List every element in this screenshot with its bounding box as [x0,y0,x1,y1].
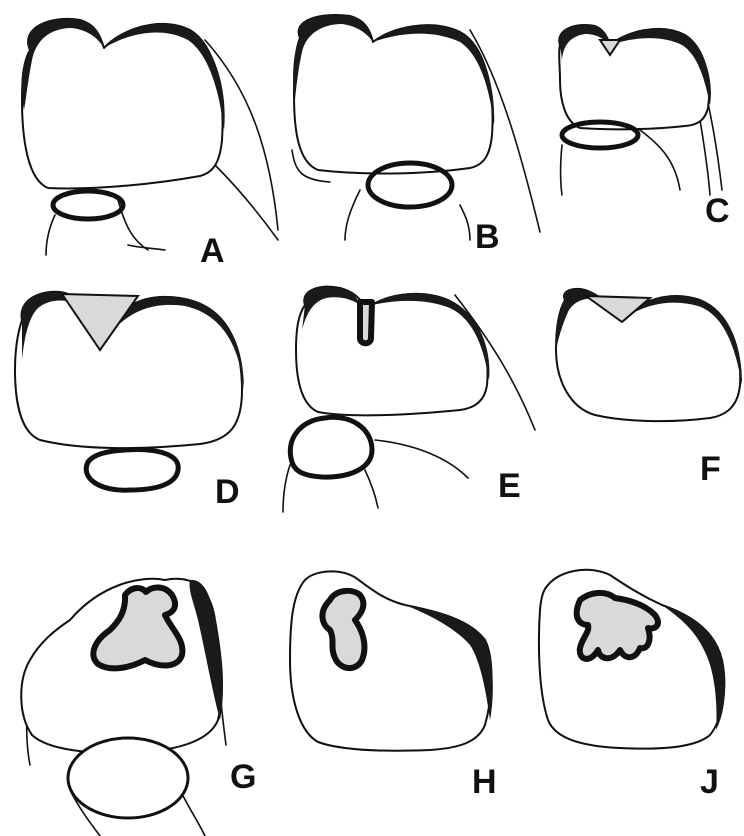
panel-label-b: B [475,218,500,256]
panel-a-root [53,191,123,219]
panel-g: G [21,579,256,836]
panel-label-g: G [230,758,256,796]
panel-g-contour-root-right [180,790,205,836]
panel-c-contour-left [561,145,563,195]
panel-g-root [68,738,188,818]
panel-a-contour-left [46,215,55,255]
panel-label-h: H [472,763,497,801]
panel-a: A [22,19,278,270]
panel-label-e: E [498,467,521,505]
panel-label-j: J [700,763,719,801]
panel-label-f: F [700,450,721,488]
panel-e: E [283,287,535,512]
panel-c-contour-mid [640,130,680,190]
panel-d-root [86,450,178,491]
panel-e-contour-stalk [365,470,378,508]
panel-b-contour-base [460,205,470,240]
panel-label-d: D [215,473,240,511]
panel-label-a: A [200,232,225,270]
panel-b-contour-stalk [345,190,360,240]
panel-a-crown [22,19,223,189]
panel-c: C [559,25,729,230]
panel-f: F [556,289,742,488]
panel-label-c: C [705,192,730,230]
panel-c-contour-right2 [700,120,710,195]
panel-e-contour-left [283,465,290,512]
panel-e-fissure [360,302,372,343]
panel-j: J [539,570,725,801]
panel-h: H [290,571,497,801]
panel-a-contour-lower-right [215,165,278,240]
panel-d: D [15,292,244,511]
panel-h-crown [290,571,491,750]
panel-e-contour-base [375,440,468,478]
panel-e-root [290,417,372,477]
panel-b: B [292,15,540,256]
